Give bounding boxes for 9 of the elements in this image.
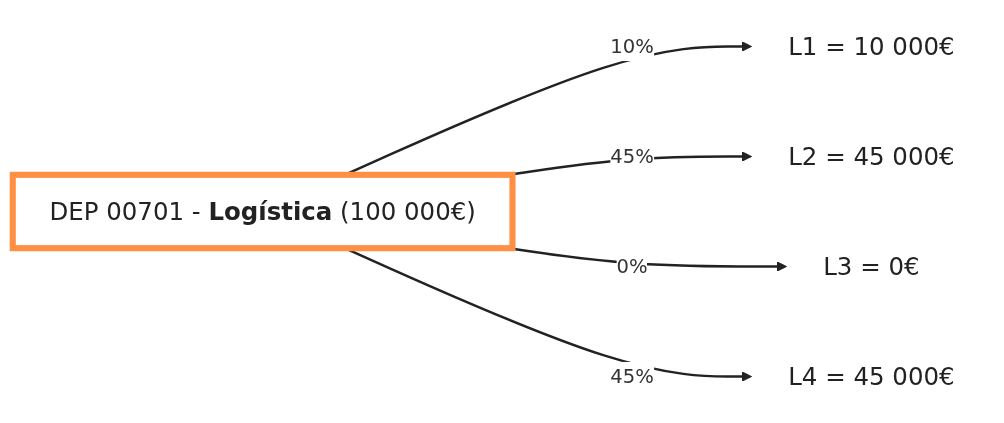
edge-label: 45% xyxy=(610,364,654,388)
node-text: L1 = 10 000€ xyxy=(788,31,955,62)
node-text: L4 = 45 000€ xyxy=(788,361,955,392)
edge-label: 10% xyxy=(610,34,654,58)
node-box: DEP 00701 - Logística (100 000€) xyxy=(9,171,516,252)
edge-label: 0% xyxy=(616,254,648,278)
node-text: L2 = 45 000€ xyxy=(788,141,955,172)
edge-label: 45% xyxy=(610,144,654,168)
node-text: L3 = 0€ xyxy=(823,251,920,282)
